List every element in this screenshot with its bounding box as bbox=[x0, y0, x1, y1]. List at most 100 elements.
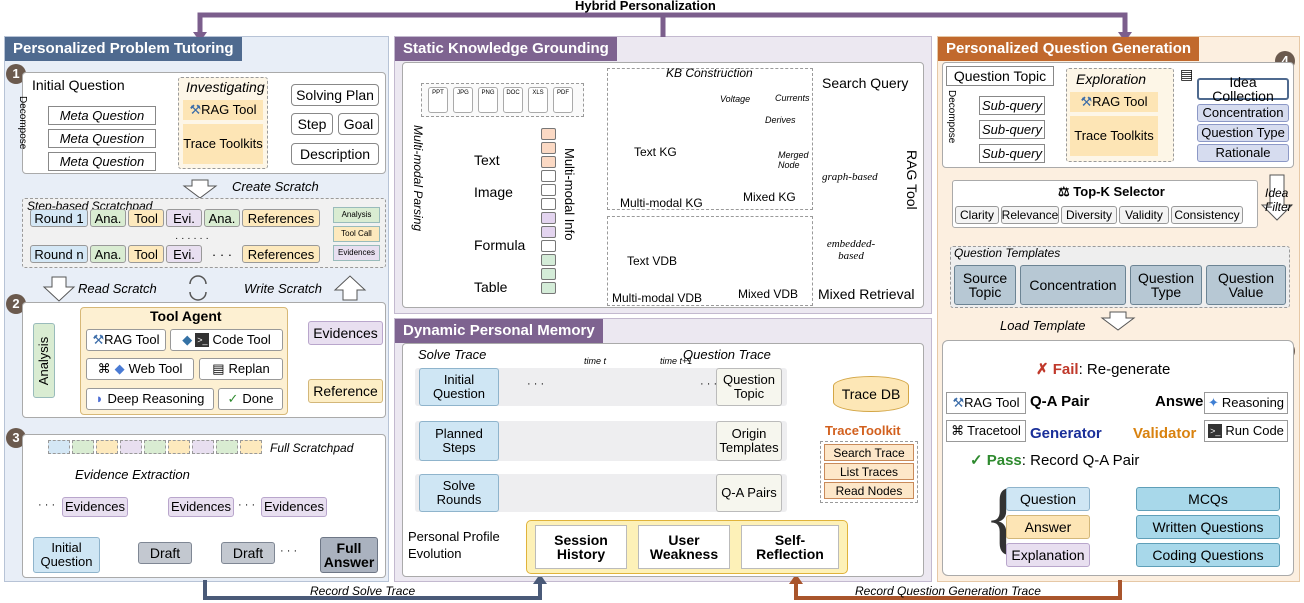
mm-kg-label: Multi-modal KG bbox=[620, 196, 703, 210]
pass-label: ✓ Pass: Record Q-A Pair bbox=[970, 452, 1140, 469]
file-jpg-icon: JPG bbox=[453, 87, 473, 113]
qa-pairs: Q-A Pairs bbox=[716, 474, 782, 512]
planned-steps: Planned Steps bbox=[419, 421, 499, 461]
reasoning-tool[interactable]: ✦Reasoning bbox=[1204, 392, 1288, 414]
modality-formula: Formula bbox=[474, 237, 526, 253]
fail-label: ✗ Fail: Re-generate bbox=[1036, 361, 1171, 378]
wrench-icon: ⚒ bbox=[1080, 94, 1093, 109]
scratch-cell: Tool bbox=[128, 245, 164, 263]
initial-question-3: Initial Question bbox=[33, 537, 100, 573]
mm-vdb-label: Multi-modal VDB bbox=[612, 291, 703, 305]
tracetool[interactable]: ⌘Tracetool bbox=[946, 420, 1026, 442]
scratch-cell: Evi. bbox=[166, 209, 202, 227]
scratch-segment bbox=[168, 440, 190, 454]
terminal-icon: >_ bbox=[195, 333, 210, 347]
scratch-segment bbox=[48, 440, 70, 454]
output-coding: Coding Questions bbox=[1136, 543, 1280, 567]
file-xls-icon: XLS bbox=[528, 87, 548, 113]
evidence-ellipsis-2: · · · bbox=[238, 499, 256, 511]
info-cell bbox=[541, 128, 556, 140]
self-reflection: Self-Reflection bbox=[741, 525, 839, 569]
round-dots: · · · · · · bbox=[175, 233, 209, 244]
draft-1: Draft bbox=[138, 542, 192, 564]
info-cell bbox=[541, 240, 556, 252]
question-topic-dyn: Question Topic bbox=[716, 368, 782, 406]
file-ppt-icon: PPT bbox=[428, 87, 448, 113]
scratch-cell: Ana. bbox=[204, 209, 240, 227]
evidences-output: Evidences bbox=[308, 321, 383, 345]
tool-agent-title: Tool Agent bbox=[150, 308, 222, 324]
search-trace[interactable]: Search Trace bbox=[824, 444, 914, 461]
legend-evidences: Evidences bbox=[333, 245, 380, 261]
rag-tool-chip: ⚒RAG Tool bbox=[183, 100, 263, 120]
info-cell bbox=[541, 282, 556, 294]
done[interactable]: ✓Done bbox=[218, 388, 283, 410]
evidence-extraction-label: Evidence Extraction bbox=[75, 467, 190, 482]
scratch-cell: Ana. bbox=[90, 209, 126, 227]
info-cell bbox=[541, 212, 556, 224]
search-query-label: Search Query bbox=[822, 75, 909, 91]
initial-question-dyn: Initial Question bbox=[419, 368, 499, 406]
question-topic: Question Topic bbox=[946, 66, 1054, 86]
evidences-2: Evidences bbox=[168, 497, 234, 517]
full-answer: Full Answer bbox=[320, 537, 378, 573]
info-cell bbox=[541, 184, 556, 196]
trace-toolkit-label: TraceToolkit bbox=[825, 423, 901, 438]
load-template-label: Load Template bbox=[1000, 318, 1086, 333]
templates-title: Question Templates bbox=[954, 246, 1061, 260]
time-t1-label: time t+1 bbox=[660, 356, 693, 366]
record-qgen-trace-label: Record Question Generation Trace bbox=[855, 584, 1041, 598]
exploration-label: Exploration bbox=[1076, 71, 1147, 87]
scratch-segment bbox=[72, 440, 94, 454]
legend-analysis: Analysis bbox=[333, 207, 380, 223]
meta-question-1: Meta Question bbox=[48, 106, 156, 125]
output-written: Written Questions bbox=[1136, 515, 1280, 539]
web-tool[interactable]: ⌘◆Web Tool bbox=[86, 358, 194, 380]
read-scratch-label: Read Scratch bbox=[78, 281, 157, 296]
meta-question-3: Meta Question bbox=[48, 152, 156, 171]
info-cell bbox=[541, 268, 556, 280]
info-cell bbox=[541, 226, 556, 238]
modality-table: Table bbox=[474, 279, 508, 295]
scratch-cell: Round n bbox=[30, 245, 88, 263]
origin-templates: Origin Templates bbox=[716, 421, 782, 461]
replan[interactable]: ▤Replan bbox=[199, 358, 283, 380]
dots-right: · · · bbox=[700, 378, 718, 390]
sparkle-icon: ✦ bbox=[1207, 395, 1219, 410]
profile-evolution-label: Personal Profile Evolution bbox=[408, 529, 500, 561]
run-code-tool[interactable]: >_Run Code bbox=[1204, 420, 1288, 442]
template-source-topic: Source Topic bbox=[954, 265, 1016, 305]
multimodal-info-label: Multi-modal Info bbox=[562, 148, 577, 241]
scratch-segment bbox=[216, 440, 238, 454]
template-question-type: Question Type bbox=[1130, 265, 1202, 305]
idea-rationale: Rationale bbox=[1197, 144, 1289, 162]
read-nodes[interactable]: Read Nodes bbox=[824, 482, 914, 499]
scratch-cell: Ana. bbox=[90, 245, 126, 263]
description-chip: Description bbox=[291, 143, 379, 165]
scratch-segment bbox=[96, 440, 118, 454]
evidence-ellipsis-1: · · · bbox=[38, 499, 56, 511]
rag-tool-qa[interactable]: ⚒RAG Tool bbox=[946, 392, 1026, 414]
scratch-cell: · · · bbox=[204, 245, 240, 263]
static-title: Static Knowledge Grounding bbox=[395, 37, 617, 61]
subquery-2: Sub-query bbox=[979, 120, 1045, 139]
voltage-label: Voltage bbox=[720, 94, 751, 104]
user-weakness: User Weakness bbox=[638, 525, 730, 569]
topk-title: ⚖ Top-K Selector bbox=[1058, 184, 1165, 199]
write-scratch-label: Write Scratch bbox=[244, 281, 323, 296]
info-cell bbox=[541, 170, 556, 182]
currents-label: Currents bbox=[775, 93, 810, 103]
list-traces[interactable]: List Traces bbox=[824, 463, 914, 480]
info-cell bbox=[541, 198, 556, 210]
rag-tool-vertical: RAG Tool bbox=[904, 150, 920, 210]
criterion-consistency: Consistency bbox=[1171, 206, 1243, 224]
initial-question: Initial Question bbox=[32, 77, 125, 93]
subquery-3: Sub-query bbox=[979, 144, 1045, 163]
rag-tool-gen: ⚒RAG Tool bbox=[1070, 92, 1158, 112]
code-tool[interactable]: ◆>_Code Tool bbox=[170, 329, 283, 351]
deep-reasoning[interactable]: ◗Deep Reasoning bbox=[86, 388, 214, 410]
file-png-icon: PNG bbox=[478, 87, 498, 113]
rag-tool-agent[interactable]: ⚒RAG Tool bbox=[86, 329, 166, 351]
session-history: Session History bbox=[535, 525, 627, 569]
subquery-1: Sub-query bbox=[979, 96, 1045, 115]
